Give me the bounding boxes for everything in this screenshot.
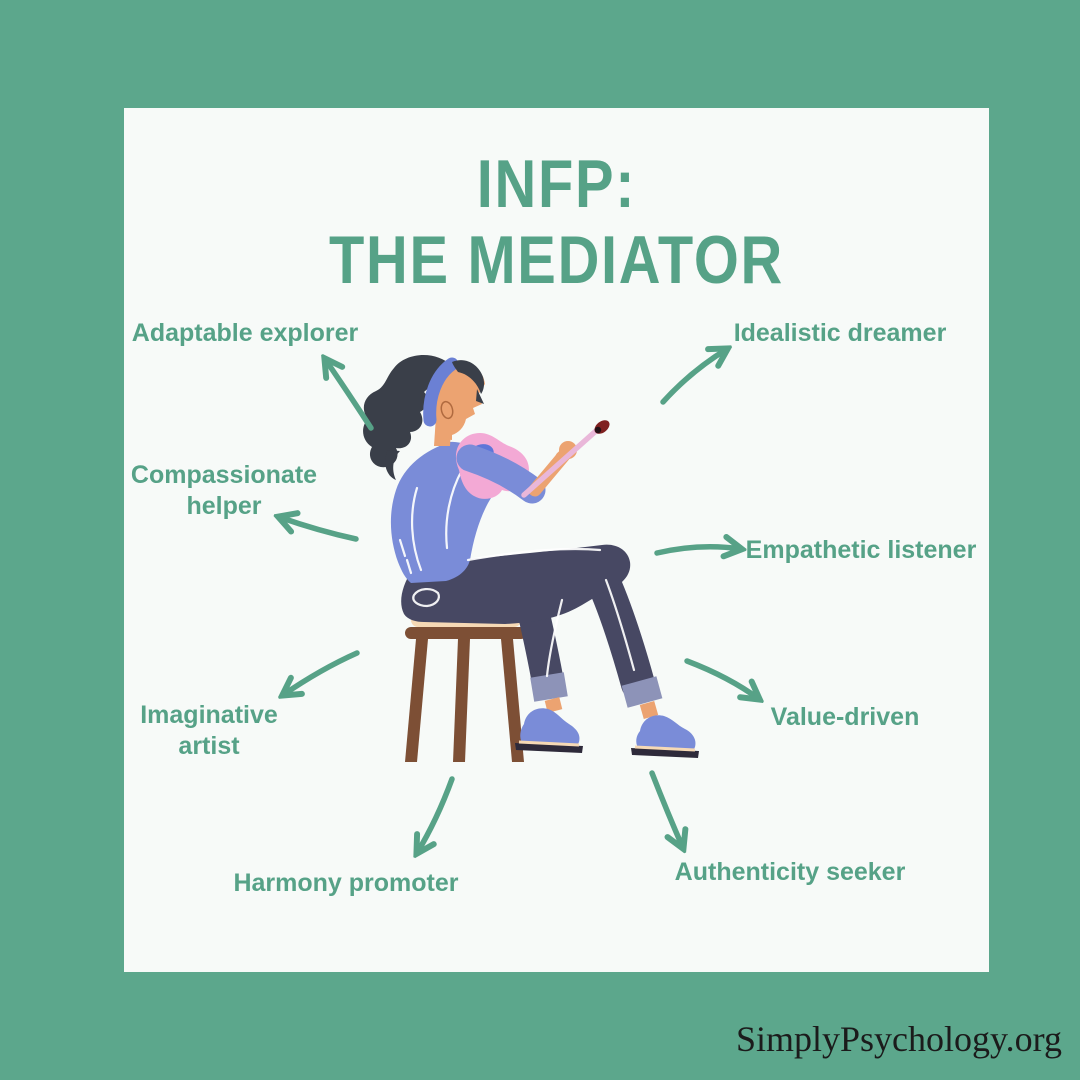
trait-label-value-driven: Value-driven — [770, 703, 920, 731]
trait-label-idealistic-dreamer: Idealistic dreamer — [733, 319, 947, 347]
site-attribution: SimplyPsychology.org — [735, 1019, 1062, 1059]
trait-label-imaginative-artist: Imaginative artist — [140, 701, 278, 760]
head — [423, 357, 485, 446]
title-line-type: INFP: — [476, 146, 637, 222]
arrow-compassionate-helper — [279, 517, 359, 542]
title-line-name: THE MEDIATOR — [329, 222, 784, 298]
trait-label-authenticity-seeker: Authenticity seeker — [674, 858, 906, 886]
arrow-adaptable-explorer — [325, 359, 374, 431]
arrow-idealistic-dreamer — [660, 349, 727, 405]
trait-label-adaptable-explorer: Adaptable explorer — [131, 319, 359, 347]
content-card — [124, 108, 989, 972]
arm-and-brush — [456, 420, 610, 504]
paintbrush — [521, 427, 600, 498]
arrow-authenticity-seeker — [649, 770, 683, 848]
trait-label-harmony-promoter: Harmony promoter — [233, 869, 459, 897]
arrow-harmony-promoter — [417, 776, 455, 853]
arrow-value-driven — [684, 658, 759, 699]
page-title: INFP:THE MEDIATOR — [189, 146, 924, 298]
headband — [423, 357, 459, 427]
ear — [440, 400, 454, 420]
trait-label-empathetic-listener: Empathetic listener — [745, 536, 977, 564]
left-shoe — [515, 708, 583, 753]
trait-label-compassionate-helper: Compassionate helper — [130, 461, 318, 520]
hair-front — [452, 360, 485, 394]
right-shoe — [631, 715, 699, 758]
arrow-empathetic-listener — [654, 547, 741, 553]
arrow-imaginative-artist — [283, 650, 360, 695]
